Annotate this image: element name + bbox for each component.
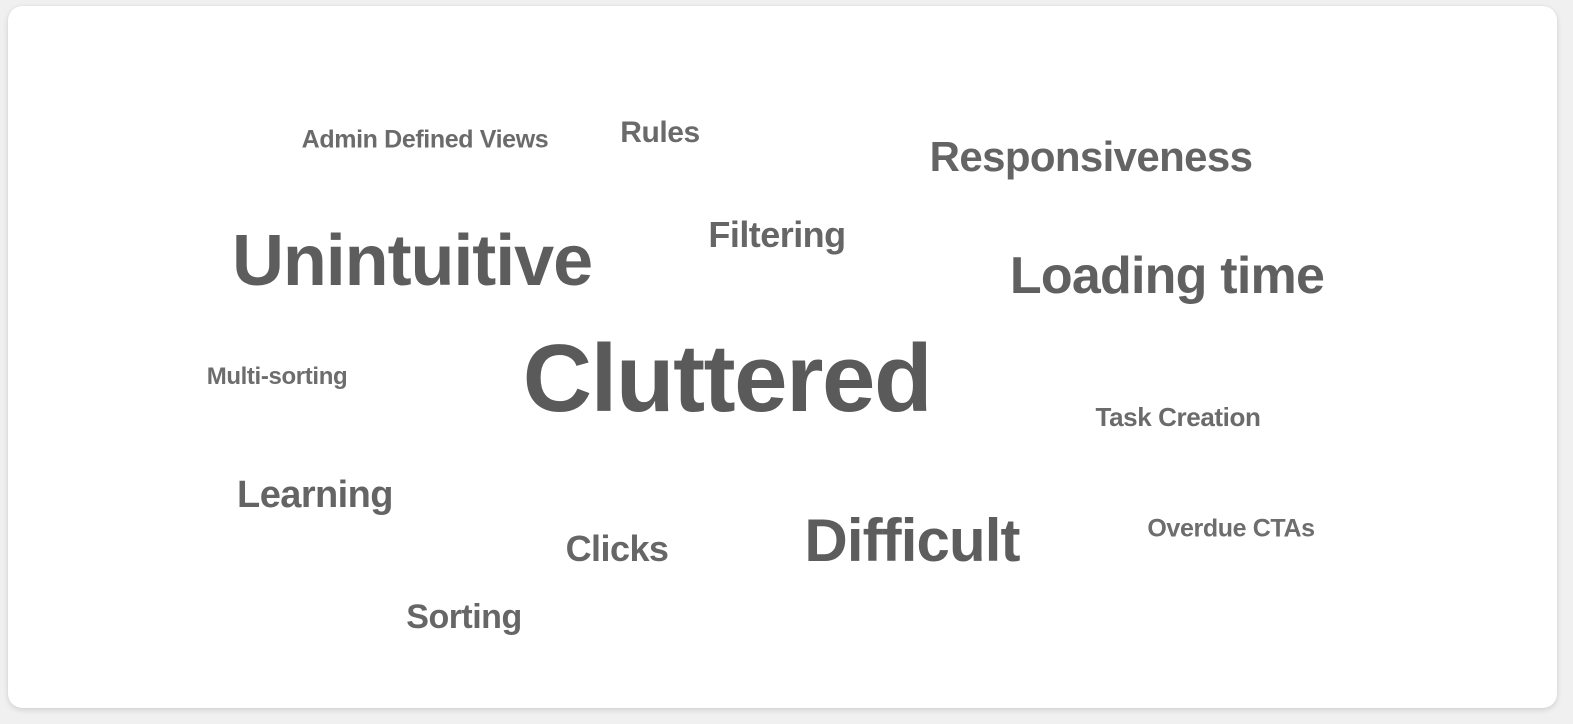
- cloud-word: Rules: [620, 116, 700, 149]
- cloud-word: Responsiveness: [929, 133, 1253, 180]
- cloud-word: Filtering: [708, 214, 846, 255]
- cloud-word: Cluttered: [522, 325, 933, 432]
- cloud-word: Task Creation: [1095, 402, 1261, 432]
- cloud-word: Overdue CTAs: [1147, 514, 1315, 543]
- cloud-word: Admin Defined Views: [301, 125, 549, 154]
- cloud-word: Loading time: [1009, 247, 1325, 305]
- cloud-word: Multi-sorting: [206, 363, 348, 390]
- cloud-word: Learning: [237, 474, 393, 516]
- cloud-word: Clicks: [565, 528, 669, 569]
- cloud-word: Sorting: [406, 598, 522, 636]
- cloud-word: Unintuitive: [231, 221, 593, 301]
- cloud-word: Difficult: [804, 507, 1020, 574]
